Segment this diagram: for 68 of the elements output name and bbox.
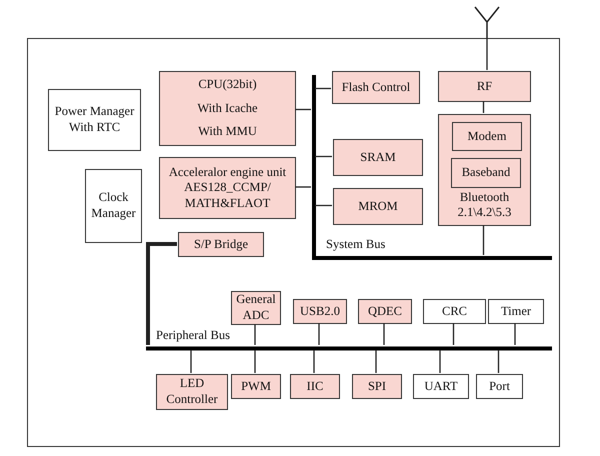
module-box [452, 122, 522, 151]
module-box [413, 374, 469, 399]
module-box [352, 374, 402, 399]
module-box [159, 157, 296, 219]
module-label: IIC [306, 378, 324, 394]
connector-line [254, 324, 256, 345]
bus-line [146, 242, 177, 345]
module-label: MROM [358, 198, 398, 214]
connector-line [254, 350, 256, 373]
module-box [290, 374, 340, 399]
chip-outline [27, 38, 560, 447]
module-box [333, 188, 423, 225]
connector-line [375, 350, 377, 373]
connector-line [190, 350, 192, 373]
module-label: UART [424, 378, 458, 394]
module-label: SPI [368, 378, 386, 394]
module-box [476, 374, 523, 399]
module-box [156, 374, 228, 410]
module-label: CPU(32bit) With Icache With MMU [196, 76, 259, 140]
module-label: Port [489, 378, 510, 394]
module-box [48, 89, 141, 151]
module-label: Clock Manager [90, 190, 137, 222]
connector-line [482, 101, 484, 113]
connector-line [486, 38, 488, 70]
module-box [293, 299, 347, 324]
module-label: USB2.0 [300, 304, 340, 320]
module-label: CRC [442, 304, 467, 320]
module-box [358, 299, 412, 324]
module-label: QDEC [368, 304, 402, 320]
module-label: Acceleralor engine unit AES128_CCMP/ MATH&FLAOT [168, 164, 288, 212]
connector-line [318, 323, 320, 345]
module-label: PWM [241, 378, 271, 394]
module-label: Bluetooth 2.1\4.2\5.3 [456, 190, 512, 221]
module-box [451, 158, 521, 188]
module-label: RF [476, 78, 492, 94]
connector-line [383, 323, 385, 345]
module-box [438, 114, 531, 226]
module-label: LED Controller [165, 376, 219, 408]
connector-line [482, 225, 484, 255]
module-box [333, 139, 423, 176]
module-label: Modem [468, 128, 506, 144]
module-box [159, 71, 296, 146]
module-box [178, 232, 264, 257]
connector-line [315, 88, 331, 90]
connector-line [313, 350, 315, 373]
module-box [332, 71, 420, 104]
connector-line [452, 323, 454, 345]
connector-line [514, 323, 516, 345]
module-box [231, 374, 281, 399]
module-label: SRAM [360, 150, 396, 166]
module-label: Baseband [462, 165, 510, 181]
connector-line [295, 108, 311, 110]
connector-line [439, 350, 441, 373]
connector-line [295, 186, 311, 188]
module-label: Flash Control [342, 80, 410, 96]
module-box [423, 299, 486, 324]
module-label: S/P Bridge [194, 236, 248, 252]
module-box [438, 71, 531, 102]
module-box [85, 169, 142, 243]
connector-line [498, 350, 500, 373]
connector-line [315, 204, 332, 206]
module-label: General ADC [235, 292, 277, 324]
module-box [488, 299, 544, 324]
connector-line [315, 156, 332, 158]
module-label: Timer [500, 304, 532, 320]
module-label: Power Manager With RTC [54, 104, 136, 136]
bus-label: Peripheral Bus [156, 328, 230, 344]
bus-label: System Bus [326, 237, 386, 253]
